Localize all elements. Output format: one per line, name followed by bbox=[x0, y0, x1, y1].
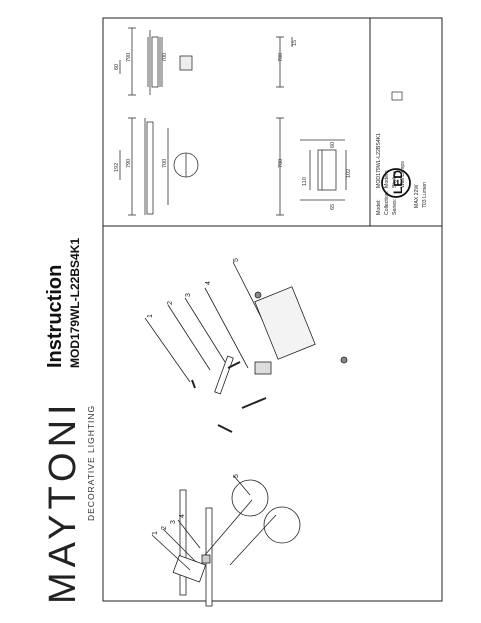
dim-side-depth: 15 bbox=[292, 40, 298, 46]
spec-series-label: Series: bbox=[392, 198, 398, 215]
spec-model-value: MOD179WL-L22BS4K1 bbox=[376, 132, 382, 188]
mount-bracket-drawing bbox=[300, 139, 347, 201]
assembled-view-drawing bbox=[151, 475, 301, 607]
assembled-part-4: 4 bbox=[179, 514, 186, 518]
part-number-2: 2 bbox=[167, 301, 174, 305]
part-number-1: 1 bbox=[147, 314, 154, 318]
spec-type-value: Wall Lamps bbox=[400, 161, 406, 188]
assembled-part-1: 1 bbox=[152, 531, 159, 535]
led-badge-text: LED bbox=[391, 170, 405, 194]
dim-side-total: 790 bbox=[126, 53, 132, 62]
dim-mount-depth: 65 bbox=[330, 204, 336, 210]
led-badge-icon bbox=[381, 168, 411, 198]
dim-front-height: 192 bbox=[114, 163, 120, 172]
spec-model-label: Model: bbox=[376, 199, 382, 215]
wall-lamp-icon bbox=[391, 91, 403, 101]
spec-series-value: Skyline bbox=[392, 171, 398, 188]
spec-lumens: 703 Lumen bbox=[422, 182, 428, 208]
dim-side-bottom: 700 bbox=[278, 53, 284, 62]
part-number-3: 3 bbox=[185, 293, 192, 297]
dim-side-height: 60 bbox=[114, 64, 120, 70]
part-number-5: 5 bbox=[233, 258, 240, 262]
side-view-drawing bbox=[119, 27, 293, 96]
assembled-part-5: 5 bbox=[233, 474, 240, 478]
assembled-part-3: 3 bbox=[170, 520, 177, 524]
assembled-part-2: 2 bbox=[161, 526, 168, 530]
front-view-drawing bbox=[119, 117, 284, 216]
dim-mount-side: 102 bbox=[346, 169, 352, 178]
outer-frame bbox=[102, 17, 443, 602]
dim-front-inner: 700 bbox=[162, 159, 168, 168]
dim-front-bottom: 700 bbox=[278, 159, 284, 168]
spec-collection-value: Modern bbox=[384, 170, 390, 188]
dim-side-inner: 700 bbox=[162, 53, 168, 62]
spec-power: MAX 22W bbox=[414, 184, 420, 208]
dim-mount-height: 110 bbox=[302, 177, 308, 186]
exploded-view-drawing bbox=[144, 261, 348, 433]
dim-front-total: 790 bbox=[126, 159, 132, 168]
spec-collection-label: Collection: bbox=[384, 190, 390, 215]
dim-mount-width: 60 bbox=[330, 142, 336, 148]
part-number-4: 4 bbox=[205, 281, 212, 285]
